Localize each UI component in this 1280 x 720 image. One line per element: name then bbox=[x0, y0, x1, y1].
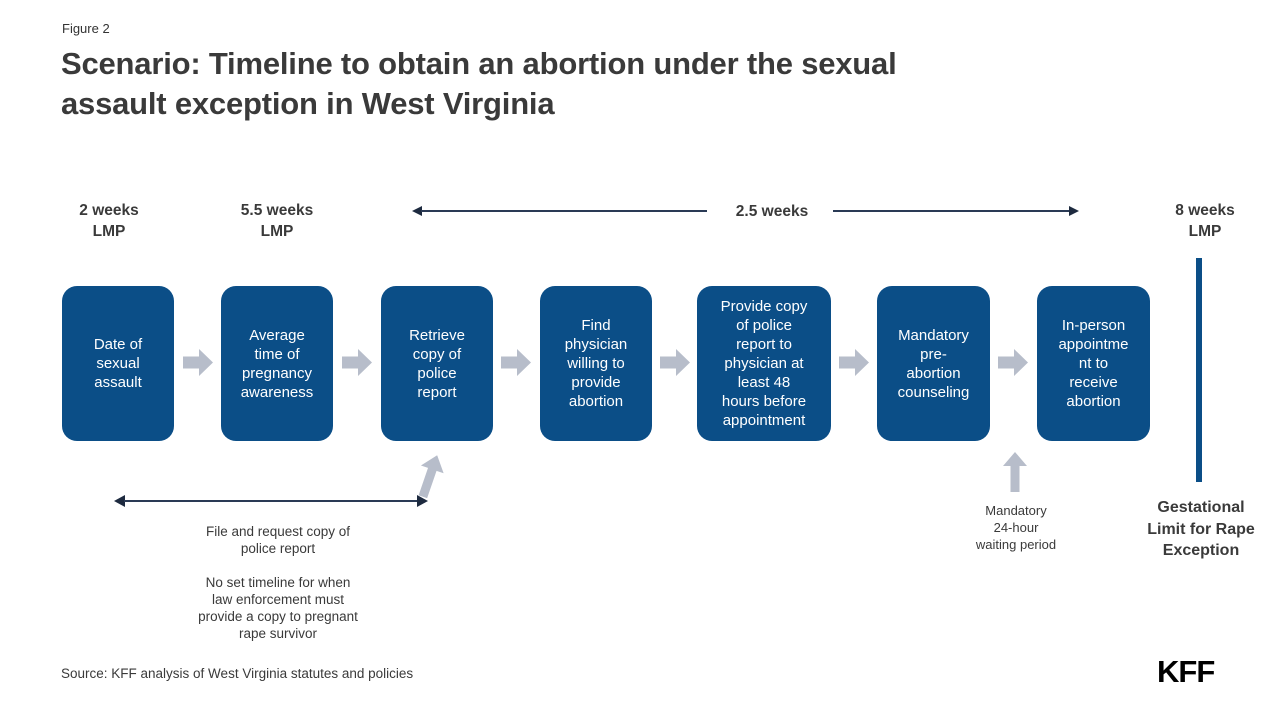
step-box-provide-police-report: Provide copy of police report to physici… bbox=[697, 286, 831, 441]
step-label: Retrieve copy of police report bbox=[409, 326, 465, 401]
marker-8-weeks-lmp: 8 weeks LMP bbox=[1175, 202, 1235, 240]
chevron-right-icon bbox=[998, 349, 1028, 376]
marker-5-5-weeks-lmp: 5.5 weeks LMP bbox=[240, 202, 314, 240]
arrow-up-tilted-icon bbox=[418, 455, 444, 499]
chevron-right-icon bbox=[501, 349, 531, 376]
step-label: Date of sexual assault bbox=[93, 336, 143, 391]
figure-label: Figure 2 bbox=[62, 21, 110, 36]
kff-logo: KFF bbox=[1157, 654, 1215, 689]
arrow-head-left-icon bbox=[114, 495, 125, 507]
marker-2-5-weeks: 2.5 weeks bbox=[735, 203, 809, 220]
step-box-retrieve-police-report: Retrieve copy of police report bbox=[381, 286, 493, 441]
annotation-file-request: File and request copy of police report bbox=[205, 524, 351, 556]
source-note: Source: KFF analysis of West Virginia st… bbox=[61, 666, 414, 681]
step-label: Average time of pregnancy awareness bbox=[240, 326, 314, 401]
step-label: In-person appointme nt to receive aborti… bbox=[1058, 317, 1129, 410]
chevron-right-icon bbox=[183, 349, 213, 376]
annotation-waiting-period: Mandatory 24-hour waiting period bbox=[975, 503, 1057, 552]
step-label: Find physician willing to provide aborti… bbox=[564, 317, 628, 410]
figure-title: Scenario: Timeline to obtain an abortion… bbox=[61, 46, 897, 121]
chevron-right-icon bbox=[342, 349, 372, 376]
step-box-in-person-appointment: In-person appointme nt to receive aborti… bbox=[1037, 286, 1150, 441]
arrow-line-right bbox=[833, 210, 1070, 212]
arrow-line-left bbox=[421, 210, 707, 212]
arrow-line-bottom bbox=[124, 500, 417, 502]
annotation-no-set-timeline: No set timeline for when law enforcement… bbox=[198, 575, 358, 641]
arrow-head-right-icon bbox=[417, 495, 428, 507]
gestational-limit-label: Gestational Limit for Rape Exception bbox=[1147, 499, 1255, 559]
marker-2-weeks-lmp: 2 weeks LMP bbox=[79, 202, 139, 240]
step-box-pregnancy-awareness: Average time of pregnancy awareness bbox=[221, 286, 333, 441]
step-box-find-physician: Find physician willing to provide aborti… bbox=[540, 286, 652, 441]
step-box-pre-abortion-counseling: Mandatory pre- abortion counseling bbox=[877, 286, 990, 441]
arrow-up-icon bbox=[1003, 452, 1027, 492]
chevron-right-icon bbox=[839, 349, 869, 376]
chevron-right-icon bbox=[660, 349, 690, 376]
step-box-date-of-sexual-assault: Date of sexual assault bbox=[62, 286, 174, 441]
arrow-head-right-icon bbox=[1069, 206, 1079, 216]
gestational-limit-line bbox=[1196, 258, 1202, 482]
step-label: Provide copy of police report to physici… bbox=[720, 298, 808, 429]
step-label: Mandatory pre- abortion counseling bbox=[897, 326, 970, 401]
arrow-head-left-icon bbox=[412, 206, 422, 216]
